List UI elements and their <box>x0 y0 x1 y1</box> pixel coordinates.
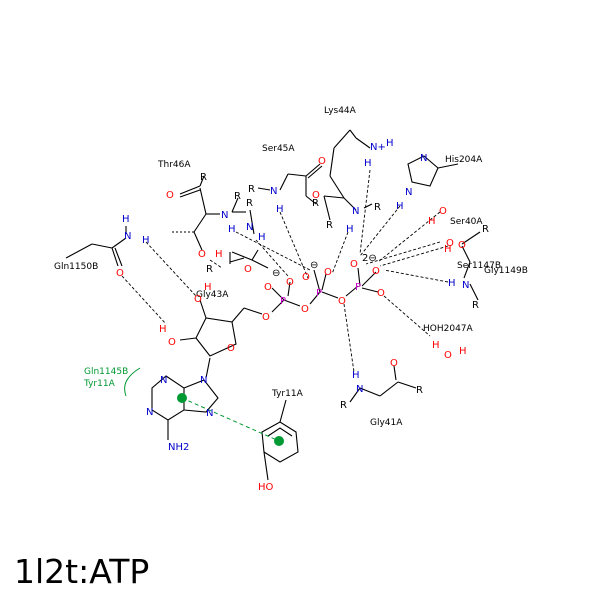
atom-o: O <box>244 264 252 275</box>
atom-o: O <box>312 190 320 201</box>
pi-stacking: Gln1145B Tyr11A <box>83 367 284 446</box>
atom-o: O <box>377 288 385 299</box>
stacking-centroid <box>177 393 187 403</box>
atom-h: H <box>159 324 167 335</box>
atom-h: H <box>386 138 394 149</box>
atom-h: H <box>459 346 467 357</box>
atom-h: H <box>396 201 404 212</box>
residue-hoh2047: HOH2047A <box>423 324 474 334</box>
atom-r: R <box>340 400 347 411</box>
atom-h: H <box>204 282 212 293</box>
charge-minus: ⊖ <box>310 260 318 271</box>
atom-r: R <box>326 220 333 231</box>
atom-h: H <box>448 278 456 289</box>
atom-h: H <box>346 224 354 235</box>
atom-h: H <box>432 340 440 351</box>
atom-n: N <box>146 407 153 418</box>
structure-caption: 1l2t:ATP <box>14 552 150 591</box>
atom-r: R <box>416 385 423 396</box>
residue-gly1149: Gly1149B <box>484 266 528 276</box>
atom-h: H <box>228 224 236 235</box>
residue-his204: His204A <box>445 155 483 165</box>
atom-o: O <box>446 238 454 249</box>
atom-o: O <box>350 259 358 270</box>
stacking-centroid <box>274 436 284 446</box>
atom-o: O <box>390 358 398 369</box>
atom-o: O <box>324 267 332 278</box>
atom-o: O <box>286 277 294 288</box>
atom-p: P <box>280 296 286 307</box>
atom-r: R <box>472 300 479 311</box>
charge-minus: ⊖ <box>272 268 280 279</box>
atom-o: O <box>372 266 380 277</box>
atom-r: R <box>482 224 489 235</box>
atom-n: N <box>270 186 277 197</box>
residue-lys44: Lys44A <box>324 106 357 116</box>
residue-tyr11: Tyr11A <box>271 389 304 399</box>
atom-r: R <box>312 198 319 209</box>
atom-h: H <box>428 216 436 227</box>
atom-n: N <box>246 222 253 233</box>
atom-n: N <box>206 408 213 419</box>
atom-n: N <box>352 206 359 217</box>
atom-o: O <box>166 190 174 201</box>
atom-oh: HO <box>258 482 274 493</box>
atom-h: H <box>142 235 150 246</box>
atom-n: N <box>462 280 469 291</box>
atom-h: H <box>276 204 284 215</box>
atom-r: R <box>246 198 253 209</box>
atom-o: O <box>458 240 466 251</box>
atom-o: O <box>301 304 309 315</box>
hydrogen-bonds <box>121 169 449 373</box>
atom-n: N <box>356 384 363 395</box>
atom-o: O <box>318 156 326 167</box>
atom-o: O <box>168 337 176 348</box>
atom-h: H <box>258 232 266 243</box>
residue-ser1147: Ser1147B <box>457 261 501 271</box>
atom-h: H <box>364 158 372 169</box>
atom-o: O <box>444 350 452 361</box>
atom-o: O <box>198 249 206 260</box>
atom-p: P <box>355 282 361 293</box>
atom-r: R <box>374 202 381 213</box>
residue-gly43: Gly43A <box>196 290 229 300</box>
atom-p: P <box>316 288 322 299</box>
atom-o: O <box>194 294 202 305</box>
atom-o: O <box>116 268 124 279</box>
residue-ser40: Ser40A <box>450 217 483 227</box>
bonds <box>65 129 481 481</box>
atom-n: N <box>160 375 167 386</box>
atom-o: O <box>439 206 447 217</box>
atom-nh2: NH2 <box>168 442 189 453</box>
residue-gln1150: Gln1150B <box>54 262 98 272</box>
atom-r: R <box>234 191 241 202</box>
atom-h: H <box>215 249 223 260</box>
atom-h: H <box>444 244 452 255</box>
atom-o: O <box>262 312 270 323</box>
residue-gly41: Gly41A <box>370 418 403 428</box>
pi-label-1: Gln1145B <box>84 367 128 377</box>
atom-r: R <box>200 172 207 183</box>
atom-h: H <box>352 370 360 381</box>
pi-label-2: Tyr11A <box>83 379 116 389</box>
charge-2minus: 2⊖ <box>362 253 377 264</box>
atom-n: N <box>221 210 228 221</box>
atom-h: H <box>122 214 130 225</box>
atom-n: N <box>200 375 207 386</box>
atom-n: N <box>405 187 412 198</box>
atom-n: N <box>124 231 131 242</box>
atom-n: N <box>420 153 427 164</box>
atom-r: R <box>248 184 255 195</box>
atom-o: O <box>227 343 235 354</box>
residue-labels: Lys44A Ser45A Thr46A His204A Ser40A Ser1… <box>54 106 528 428</box>
atom-o: O <box>264 282 272 293</box>
residue-thr46: Thr46A <box>157 160 191 170</box>
atom-nh-plus: N+ <box>370 142 386 153</box>
atom-r: R <box>206 264 213 275</box>
atom-o: O <box>338 296 346 307</box>
atom-o: O <box>302 272 310 283</box>
residue-ser45: Ser45A <box>262 144 295 154</box>
atom-labels: N N N N NH2 O O H O H O P P P O O O O O … <box>116 138 489 493</box>
